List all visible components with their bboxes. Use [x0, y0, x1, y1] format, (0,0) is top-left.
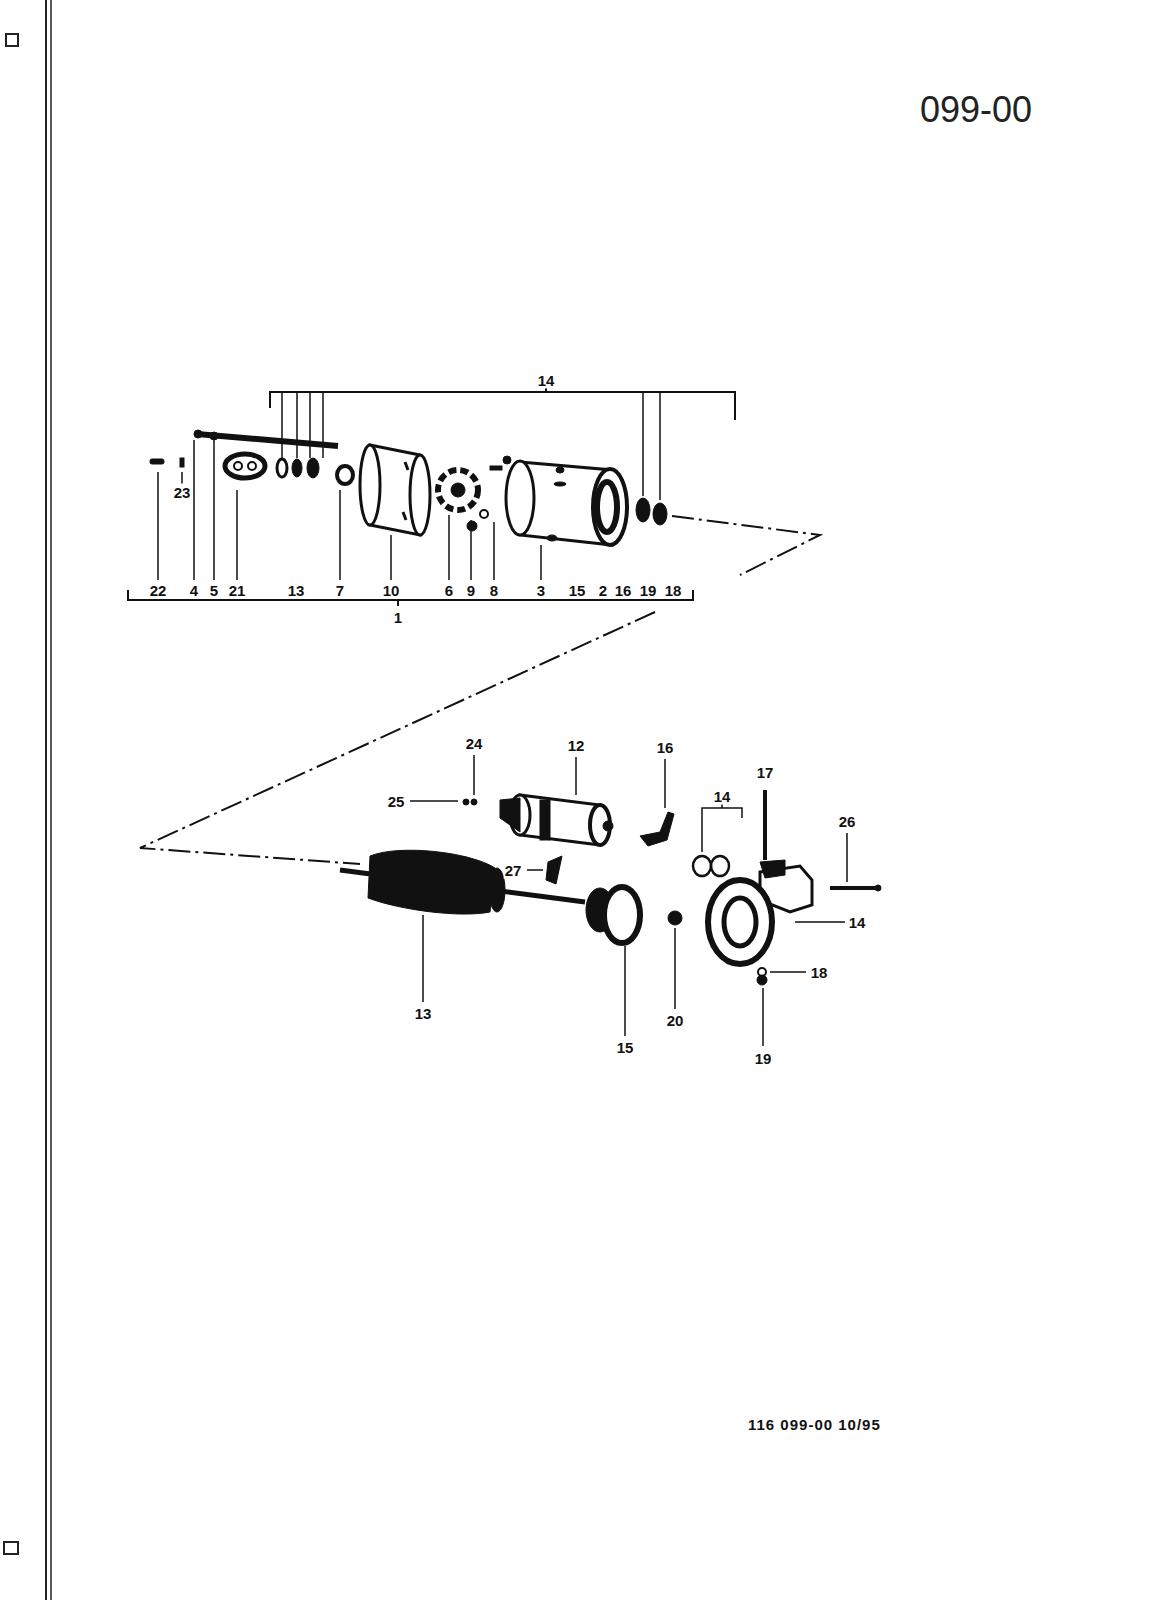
callout-number: 10: [382, 582, 401, 599]
callout-number: 18: [810, 964, 829, 981]
callout-number: 17: [756, 764, 775, 781]
callout-number: 21: [228, 582, 247, 599]
callout-number: 13: [287, 582, 306, 599]
callout-number: 20: [666, 1012, 685, 1029]
callout-number: 9: [466, 582, 476, 599]
callout-number: 16: [656, 739, 675, 756]
callout-number: 15: [568, 582, 587, 599]
callout-number: 6: [444, 582, 454, 599]
callout-number: 25: [387, 793, 406, 810]
callout-number: 14: [537, 372, 556, 389]
callout-number: 5: [209, 582, 219, 599]
callout-number: 18: [664, 582, 683, 599]
callout-number: 16: [614, 582, 633, 599]
callout-number: 4: [189, 582, 199, 599]
callout-number: 23: [173, 484, 192, 501]
callout-number: 12: [567, 737, 586, 754]
callout-number: 15: [616, 1039, 635, 1056]
callout-number: 7: [335, 582, 345, 599]
drawing-reference: 116 099-00 10/95: [748, 1417, 881, 1432]
callout-number: 14: [848, 914, 867, 931]
callout-number: 27: [504, 862, 523, 879]
callout-number: 14: [713, 788, 732, 805]
callout-number: 24: [465, 735, 484, 752]
callout-number: 1: [393, 609, 403, 626]
callout-number: 2: [598, 582, 608, 599]
callout-number: 19: [639, 582, 658, 599]
callout-number: 22: [149, 582, 168, 599]
callout-number: 8: [489, 582, 499, 599]
page-code: 099-00: [920, 92, 1032, 128]
callout-number: 26: [838, 813, 857, 830]
callout-number: 19: [754, 1050, 773, 1067]
callout-number: 13: [414, 1005, 433, 1022]
callout-number: 3: [536, 582, 546, 599]
